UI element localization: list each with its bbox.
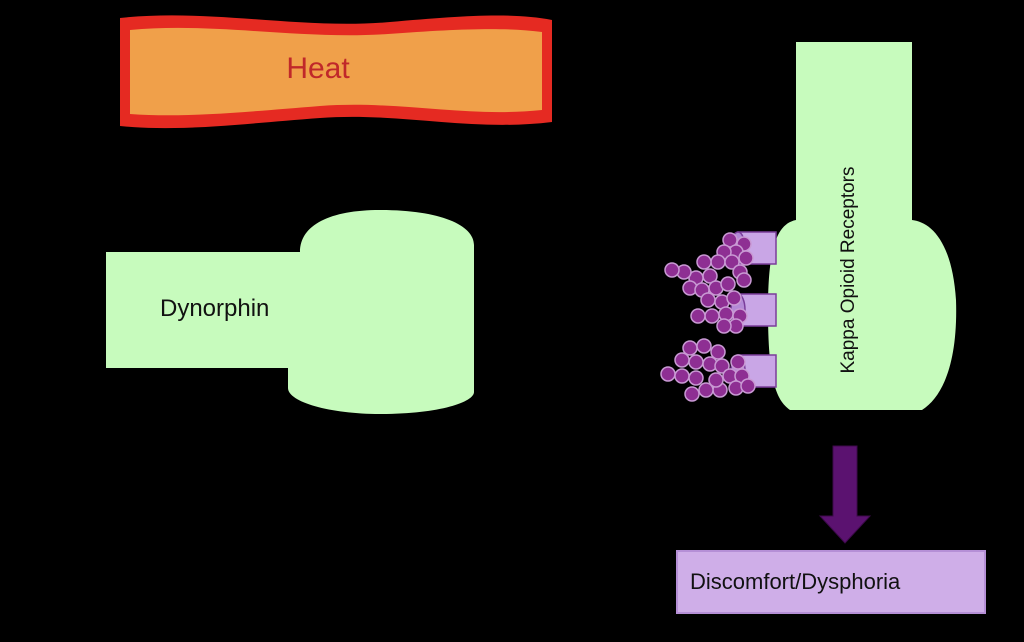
dynorphin-molecule — [674, 352, 690, 368]
outcome-box: Discomfort/Dysphoria — [676, 550, 986, 614]
dynorphin-molecule — [684, 386, 700, 402]
heat-banner: Heat — [120, 15, 552, 129]
dynorphin-molecule — [730, 354, 746, 370]
dynorphin-molecule — [724, 254, 740, 270]
dynorphin-molecule — [726, 290, 742, 306]
dynorphin-molecule — [716, 318, 732, 334]
dynorphin-molecule — [688, 370, 704, 386]
dynorphin-molecule — [722, 232, 738, 248]
dynorphin-molecule — [688, 354, 704, 370]
dynorphin-molecule — [710, 344, 726, 360]
dynorphin-molecule — [696, 254, 712, 270]
receptor-neuron: Kappa Opioid Receptors — [768, 42, 957, 410]
dynorphin-molecule — [704, 308, 720, 324]
down-arrow-icon — [818, 445, 872, 544]
dynorphin-molecule — [710, 254, 726, 270]
dynorphin-molecule — [696, 338, 712, 354]
dynorphin-molecule — [738, 250, 754, 266]
dynorphin-molecule — [660, 366, 676, 382]
dynorphin-molecule — [698, 382, 714, 398]
dynorphin-molecule — [664, 262, 680, 278]
dynorphin-molecule — [700, 292, 716, 308]
dynorphin-molecule — [720, 276, 736, 292]
dynorphin-molecule — [740, 378, 756, 394]
dynorphin-neuron: Dynorphin — [106, 210, 474, 414]
dynorphin-molecule — [714, 358, 730, 374]
receptor-label: Kappa Opioid Receptors — [838, 166, 859, 373]
dynorphin-molecule — [708, 372, 724, 388]
heat-label: Heat — [286, 52, 350, 85]
molecule-cluster — [660, 232, 756, 402]
dynorphin-label: Dynorphin — [160, 295, 269, 322]
dynorphin-molecule — [736, 272, 752, 288]
dynorphin-molecule — [674, 368, 690, 384]
outcome-label: Discomfort/Dysphoria — [690, 569, 901, 594]
dynorphin-molecule — [690, 308, 706, 324]
